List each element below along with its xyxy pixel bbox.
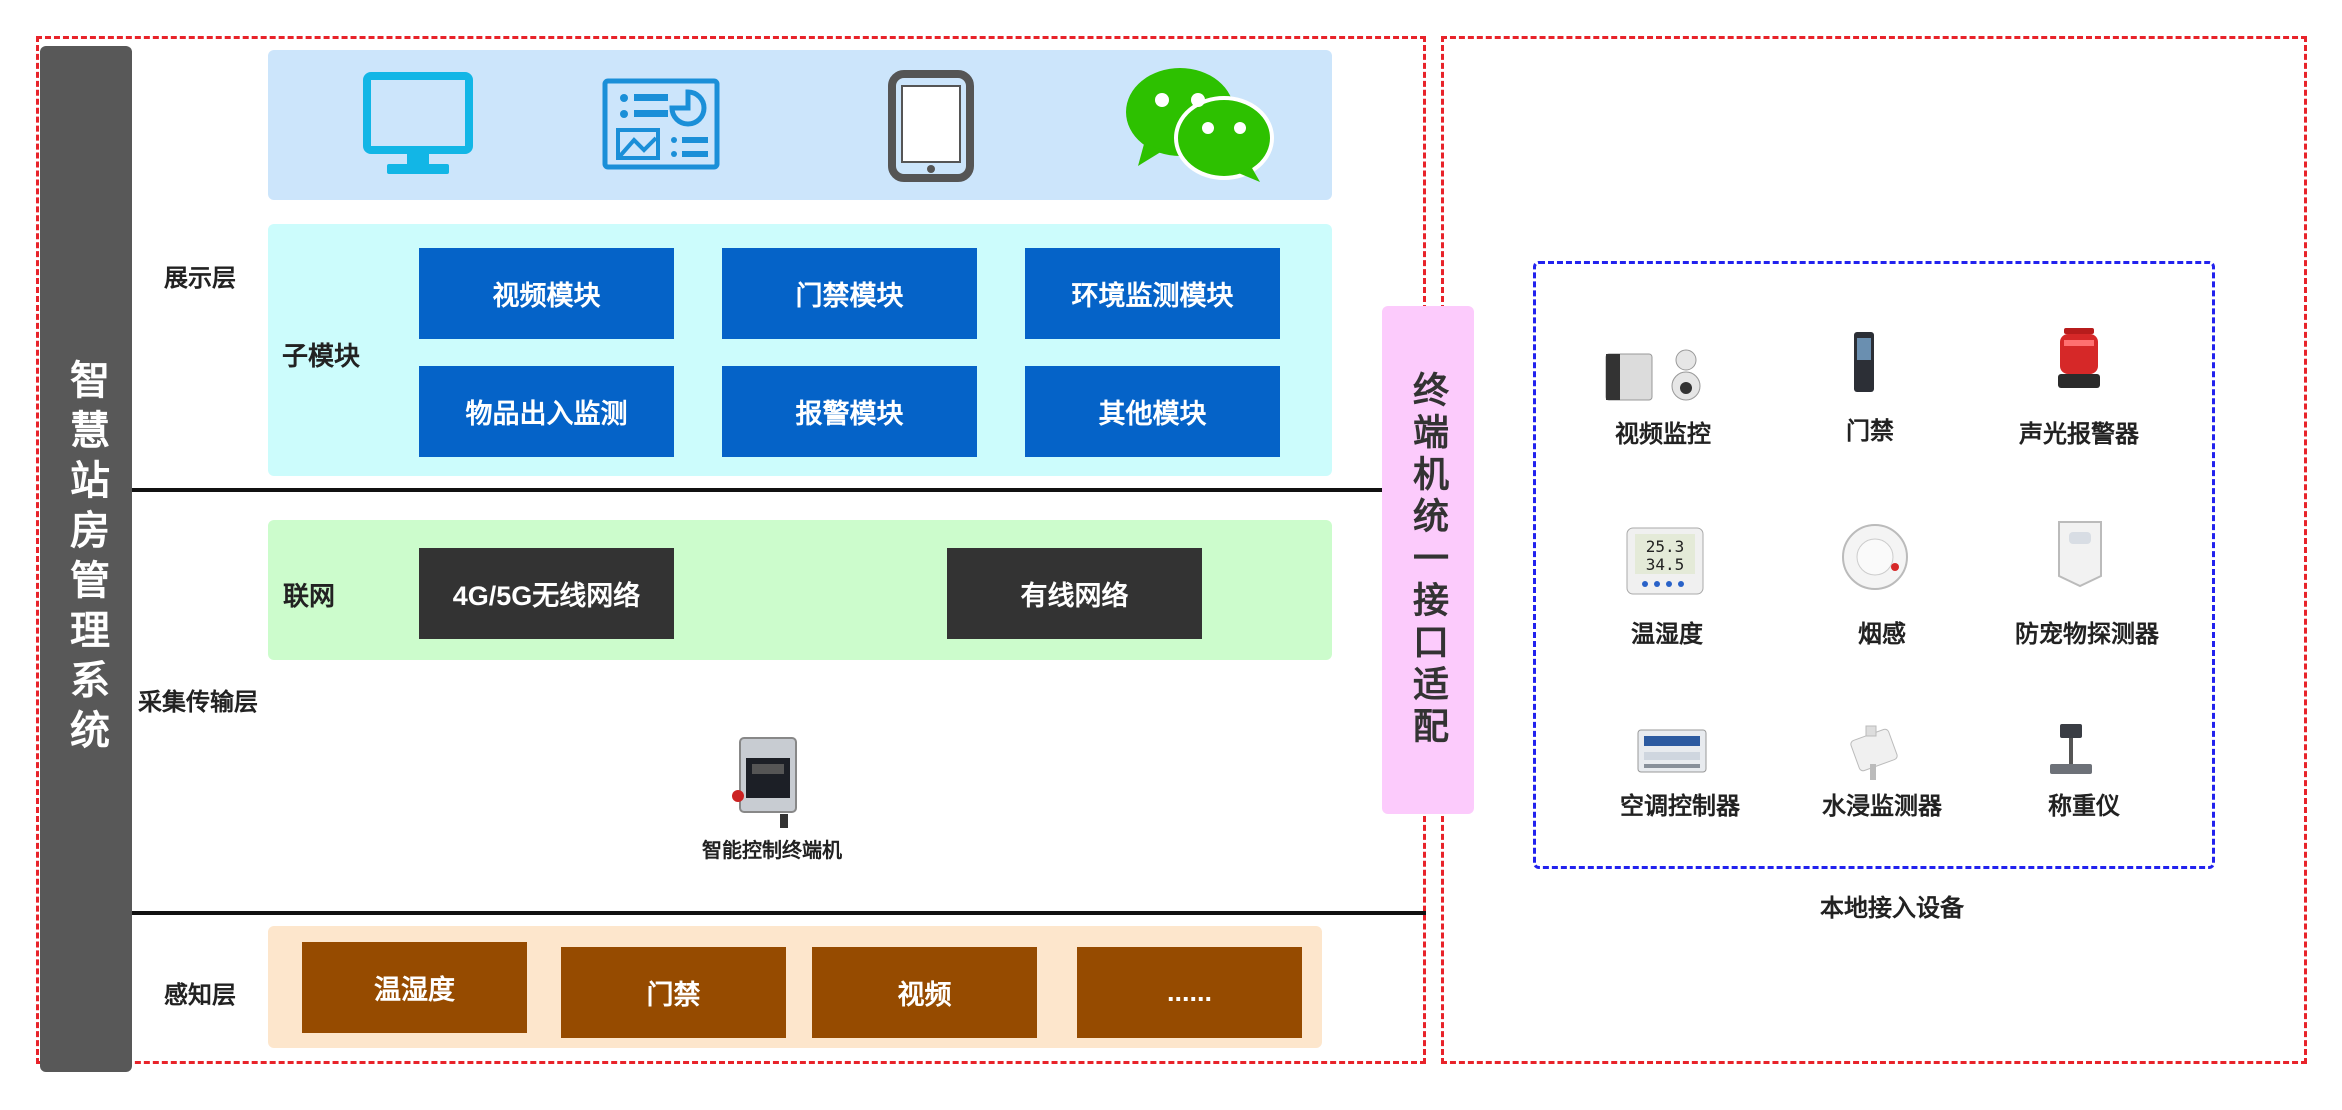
water-sensor-icon	[1846, 724, 1902, 782]
system-title-bar: 智慧站房管理系统	[40, 46, 132, 1072]
ac-controller-icon	[1636, 726, 1708, 776]
network-wired: 有线网络	[947, 548, 1202, 639]
network-wireless: 4G/5G无线网络	[419, 548, 674, 639]
adapter-bar: 终端机统一接口适配	[1382, 306, 1474, 814]
local-devices-frame	[1533, 261, 2215, 869]
module-alarm: 报警模块	[722, 366, 977, 457]
system-title: 智慧站房管理系统	[64, 359, 108, 759]
module-goods: 物品出入监测	[419, 366, 674, 457]
tablet-icon	[888, 70, 974, 182]
adapter-title: 终端机统一接口适配	[1408, 371, 1449, 749]
terminal-label: 智能控制终端机	[702, 840, 842, 862]
device-label-temp: 温湿度	[1631, 621, 1703, 648]
display-icons-panel	[268, 50, 1332, 200]
dashboard-icon	[602, 78, 720, 170]
perception-temp: 温湿度	[302, 942, 527, 1033]
terminal-machine-icon	[730, 734, 806, 830]
device-label-access: 门禁	[1846, 418, 1894, 445]
device-label-smoke: 烟感	[1858, 621, 1906, 648]
device-label-camera: 视频监控	[1615, 421, 1711, 448]
device-label-alarm: 声光报警器	[2019, 421, 2139, 448]
svg-text:25.3: 25.3	[1646, 537, 1685, 556]
device-label-ac: 空调控制器	[1620, 793, 1740, 820]
network-label: 联网	[283, 581, 336, 611]
thermo-hygrometer-icon: 25.3 34.5	[1625, 526, 1705, 596]
motion-detector-icon	[2055, 518, 2105, 588]
module-other: 其他模块	[1025, 366, 1280, 457]
layer-label-perception: 感知层	[164, 982, 236, 1009]
layer-label-display: 展示层	[164, 265, 236, 292]
local-devices-caption: 本地接入设备	[1820, 895, 1964, 922]
camera-icon	[1604, 346, 1704, 406]
layer-divider-top	[132, 488, 1383, 492]
perception-more: ......	[1077, 947, 1302, 1038]
device-label-pet: 防宠物探测器	[2015, 621, 2159, 648]
wechat-icon	[1124, 66, 1276, 184]
submodule-label: 子模块	[282, 341, 361, 371]
svg-text:34.5: 34.5	[1646, 555, 1685, 574]
access-control-icon	[1852, 330, 1876, 394]
perception-video: 视频	[812, 947, 1037, 1038]
device-label-water: 水浸监测器	[1822, 793, 1942, 820]
module-video: 视频模块	[419, 248, 674, 339]
monitor-icon	[363, 72, 473, 178]
smoke-detector-icon	[1840, 522, 1910, 592]
module-environment: 环境监测模块	[1025, 248, 1280, 339]
device-label-scale: 称重仪	[2048, 793, 2120, 820]
alarm-light-icon	[2054, 326, 2104, 396]
layer-divider-bottom	[132, 911, 1426, 915]
scale-icon	[2046, 722, 2096, 778]
module-access: 门禁模块	[722, 248, 977, 339]
perception-access: 门禁	[561, 947, 786, 1038]
layer-label-collect: 采集传输层	[138, 689, 258, 716]
